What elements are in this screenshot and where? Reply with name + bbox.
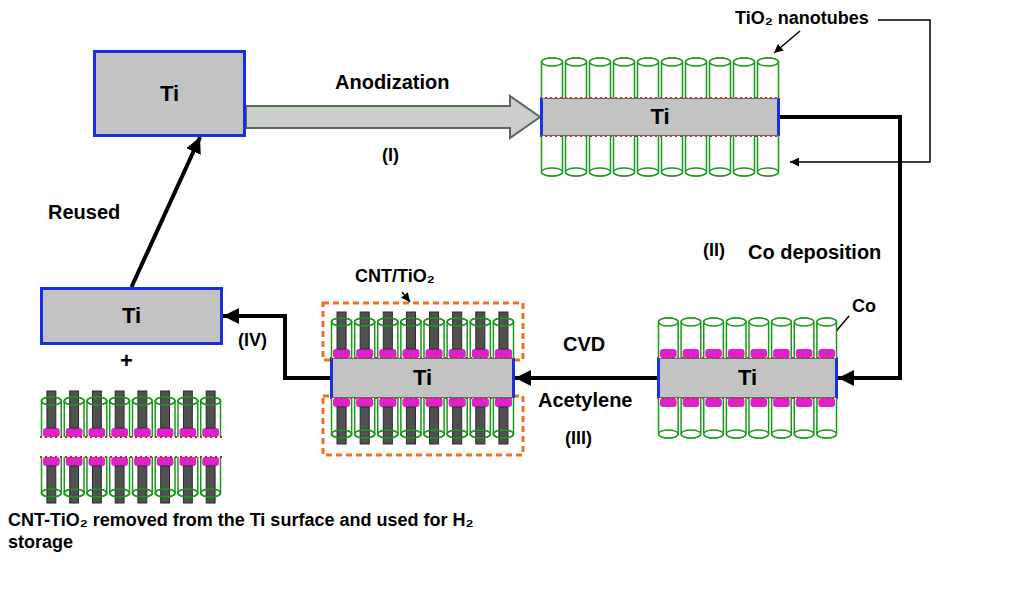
nanotube-array <box>330 398 515 444</box>
node-label: Ti <box>738 365 757 391</box>
callout-label: Co <box>852 296 876 318</box>
nanotube-array <box>657 398 838 438</box>
callout-label: TiO₂ nanotubes <box>735 8 869 30</box>
ti-block: Ti <box>540 98 780 136</box>
block-arrow <box>246 96 540 138</box>
nanotube-array <box>540 136 780 176</box>
leader-line <box>402 292 410 302</box>
step-number: (III) <box>565 428 592 450</box>
leader-bracket <box>790 20 930 162</box>
node-label: Ti <box>160 81 179 107</box>
nanotube-array <box>657 318 838 358</box>
process-note: Acetylene <box>538 388 633 412</box>
step-number: (II) <box>703 240 725 262</box>
ti-block: Ti <box>657 358 838 398</box>
nanotube-array <box>40 457 222 503</box>
process-arrow <box>132 137 201 287</box>
callout-label: CNT/TiO₂ <box>355 266 435 288</box>
process-arrow <box>223 316 330 378</box>
edge-label: CVD <box>563 332 605 356</box>
ti-block: Ti <box>330 358 515 398</box>
nanotube-array <box>540 58 780 98</box>
ti-block: Ti <box>40 287 223 345</box>
cnt-layer-frame <box>323 303 523 360</box>
caption-note: CNT-TiO₂ removed from the Ti surface and… <box>8 510 478 553</box>
node-label: Ti <box>413 365 432 391</box>
step-number: (I) <box>382 145 399 167</box>
edge-label: Reused <box>48 200 120 224</box>
edge-label: Co deposition <box>748 240 881 264</box>
nanotube-array <box>330 312 515 358</box>
node-label: Ti <box>122 303 141 329</box>
leader-line <box>774 31 800 53</box>
step-number: (IV) <box>238 330 267 352</box>
nanotube-array <box>40 391 222 437</box>
ti-block: Ti <box>93 50 246 137</box>
plus-sign: + <box>120 348 133 374</box>
cnt-layer-frame <box>323 396 523 455</box>
process-arrow <box>515 376 657 380</box>
node-label: Ti <box>650 104 669 130</box>
edge-label: Anodization <box>335 70 449 94</box>
